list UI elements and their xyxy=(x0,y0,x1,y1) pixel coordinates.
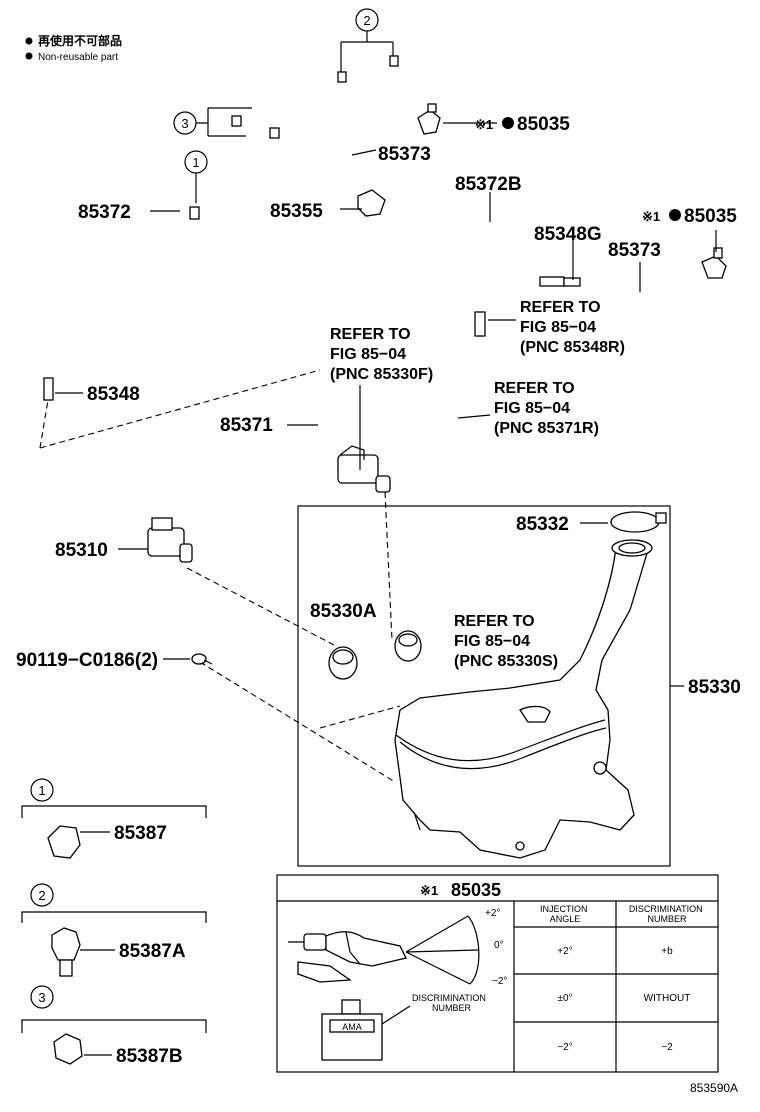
non-reusable-mark: ※1 xyxy=(642,209,660,224)
reference-notes: REFER TO FIG 85−04 (PNC 85330F) REFER TO… xyxy=(330,299,625,670)
non-reusable-dot-icon xyxy=(669,209,681,221)
pnc-85332: 85332 xyxy=(516,514,569,535)
pnc-85348: 85348 xyxy=(87,384,140,405)
pnc-85387A: 85387A xyxy=(119,941,186,962)
clamp-icon xyxy=(189,206,200,220)
nozzle-85035-right-icon xyxy=(701,247,727,279)
pump-85310-icon xyxy=(147,517,193,563)
pnc-85387B: 85387B xyxy=(116,1046,183,1067)
clamp-85387B-icon xyxy=(53,1033,83,1065)
callout-3-top: 3 xyxy=(173,107,252,137)
reservoir-assembly-box xyxy=(297,505,671,867)
hose-network xyxy=(46,64,700,537)
callout-number: 3 xyxy=(181,116,188,131)
callout-number: 1 xyxy=(38,783,45,798)
non-reusable-dot-icon xyxy=(502,117,514,129)
washer-tank-icon xyxy=(394,539,653,859)
clamp-group-2: 2 xyxy=(21,883,207,977)
pnc-90119: 90119−C0186(2) xyxy=(16,650,158,671)
nozzle-85035-top-icon xyxy=(417,103,441,135)
pnc-85310: 85310 xyxy=(55,540,108,561)
nozzle-detail-table: ※1 85035 +2° 0° −2° AMA DISCRIMINATION N… xyxy=(276,874,719,1073)
clamp-icon xyxy=(389,55,399,67)
leader-lines xyxy=(55,122,717,687)
table-cell: +b xyxy=(661,946,673,957)
pnc-85035-right: 85035 xyxy=(684,206,737,227)
pnc-85372B: 85372B xyxy=(455,174,522,195)
hose-clamps xyxy=(43,55,581,401)
clamp-icon xyxy=(337,71,347,83)
nozzle-spray-illustration: +2° 0° −2° xyxy=(288,908,507,987)
table-cell: −2° xyxy=(557,1042,572,1053)
pnc-85373-top: 85373 xyxy=(378,144,431,165)
table-cell: ±0° xyxy=(557,993,572,1004)
table-cell: +2° xyxy=(557,946,572,957)
table-cell: −2 xyxy=(661,1042,673,1053)
grommet-85330A-icon xyxy=(328,646,358,680)
clamp-icon xyxy=(231,115,242,127)
clamp-85387-icon xyxy=(47,825,81,859)
angle-minus: −2° xyxy=(492,976,507,987)
pnc-85355: 85355 xyxy=(270,201,323,222)
callout-2-top: 2 xyxy=(340,8,394,72)
callout-number: 3 xyxy=(38,990,45,1005)
legend-english: Non-reusable part xyxy=(38,52,118,63)
pnc-85372: 85372 xyxy=(78,202,131,223)
clamp-icon xyxy=(269,127,280,139)
clamp-group-3: 3 xyxy=(21,985,207,1065)
col-header-number: DISCRIMINATION NUMBER xyxy=(629,904,705,924)
non-reusable-mark: ※1 xyxy=(475,117,493,132)
legend: 再使用不可部品 Non-reusable part xyxy=(25,33,122,63)
angle-plus: +2° xyxy=(485,908,500,919)
pnc-85330: 85330 xyxy=(688,677,741,698)
angle-zero: 0° xyxy=(494,940,504,951)
table-cell: WITHOUT xyxy=(644,993,691,1004)
pnc-85348G: 85348G xyxy=(534,224,602,245)
reference-85330S: REFER TO FIG 85−04 (PNC 85330S) xyxy=(454,613,558,670)
clamp-group-1: 1 xyxy=(21,778,207,859)
table-title-part: 85035 xyxy=(451,880,501,900)
cap-85332-icon xyxy=(610,511,667,533)
pnc-85035-top: 85035 xyxy=(517,114,570,135)
discrimination-stamp-illustration: AMA DISCRIMINATION NUMBER xyxy=(321,993,488,1061)
grommet-85330S-icon xyxy=(394,630,422,662)
check-valve-85348G-icon xyxy=(539,276,565,287)
reference-85330F: REFER TO FIG 85−04 (PNC 85330F) xyxy=(330,326,433,383)
bolt-icon xyxy=(191,653,213,665)
legend-bullet-icon xyxy=(25,52,33,60)
pnc-85330A: 85330A xyxy=(310,601,377,622)
reference-85371R: REFER TO FIG 85−04 (PNC 85371R) xyxy=(494,380,599,437)
check-valve-85348-icon xyxy=(43,377,54,401)
part-labels: ※1 85035 85373 85372B 85372 85355 ※1 850… xyxy=(16,114,741,1067)
legend-japanese: 再使用不可部品 xyxy=(38,33,122,48)
table-title-mark: ※1 xyxy=(420,883,438,898)
pump-85330F-icon xyxy=(337,445,391,493)
callout-number: 1 xyxy=(192,155,199,170)
callout-number: 2 xyxy=(363,13,370,28)
pnc-85387: 85387 xyxy=(114,823,167,844)
legend-bullet-icon xyxy=(25,37,33,45)
pnc-85371: 85371 xyxy=(220,415,273,436)
col-header-angle: INJECTION ANGLE xyxy=(540,904,590,924)
callout-number: 2 xyxy=(38,888,45,903)
reference-85348R: REFER TO FIG 85−04 (PNC 85348R) xyxy=(520,299,625,356)
figure-id: 853590A xyxy=(690,1081,738,1095)
clamp-85387A-icon xyxy=(51,927,81,961)
stamp-text: AMA xyxy=(342,1022,362,1032)
joint-85355-icon xyxy=(357,189,386,217)
pnc-85373-right: 85373 xyxy=(608,240,661,261)
joint-icon xyxy=(563,277,581,287)
check-valve-85348R-icon xyxy=(474,311,486,337)
discrimination-note: DISCRIMINATION NUMBER xyxy=(412,993,488,1013)
